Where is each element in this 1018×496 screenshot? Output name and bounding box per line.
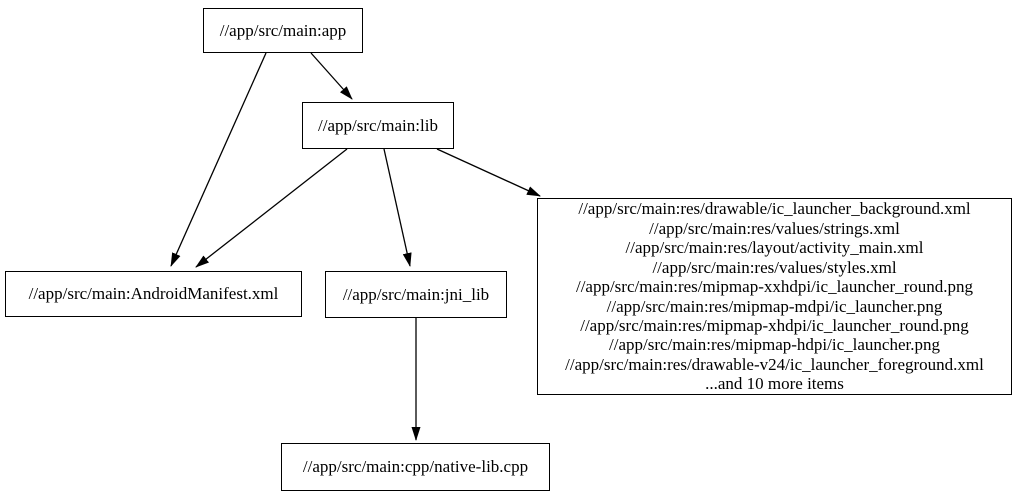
edge-lib-to-manifest xyxy=(195,148,348,268)
node-app-label: //app/src/main:app xyxy=(219,20,347,40)
res-file-line: //app/src/main:res/mipmap-xhdpi/ic_launc… xyxy=(580,315,969,335)
node-app: //app/src/main:app xyxy=(203,8,363,53)
node-jni-lib-label: //app/src/main:jni_lib xyxy=(342,284,490,304)
edge-lib-to-jni-lib xyxy=(383,148,412,267)
res-file-line: //app/src/main:res/mipmap-hdpi/ic_launch… xyxy=(609,335,940,355)
res-file-line: //app/src/main:res/drawable-v24/ic_launc… xyxy=(565,354,984,374)
edge-lib-to-res xyxy=(436,148,541,197)
node-res-files: //app/src/main:res/drawable/ic_launcher_… xyxy=(537,198,1012,395)
node-android-manifest: //app/src/main:AndroidManifest.xml xyxy=(5,271,302,317)
edge-app-to-manifest xyxy=(170,52,267,267)
node-jni-lib: //app/src/main:jni_lib xyxy=(325,271,507,318)
res-file-line: //app/src/main:res/mipmap-mdpi/ic_launch… xyxy=(606,296,943,316)
res-file-line: //app/src/main:res/values/styles.xml xyxy=(652,257,897,277)
res-file-line: //app/src/main:res/mipmap-xxhdpi/ic_laun… xyxy=(575,277,974,297)
res-file-line: //app/src/main:res/values/strings.xml xyxy=(649,218,900,238)
node-lib: //app/src/main:lib xyxy=(302,102,454,149)
node-lib-label: //app/src/main:lib xyxy=(318,115,438,135)
res-more-items-line: ...and 10 more items xyxy=(705,374,844,394)
res-file-line: //app/src/main:res/layout/activity_main.… xyxy=(625,238,924,258)
node-android-manifest-label: //app/src/main:AndroidManifest.xml xyxy=(28,284,279,303)
edge-app-to-lib xyxy=(310,52,353,100)
node-native-lib-cpp-label: //app/src/main:cpp/native-lib.cpp xyxy=(302,457,529,476)
node-native-lib-cpp: //app/src/main:cpp/native-lib.cpp xyxy=(281,443,550,491)
res-file-line: //app/src/main:res/drawable/ic_launcher_… xyxy=(578,199,971,219)
